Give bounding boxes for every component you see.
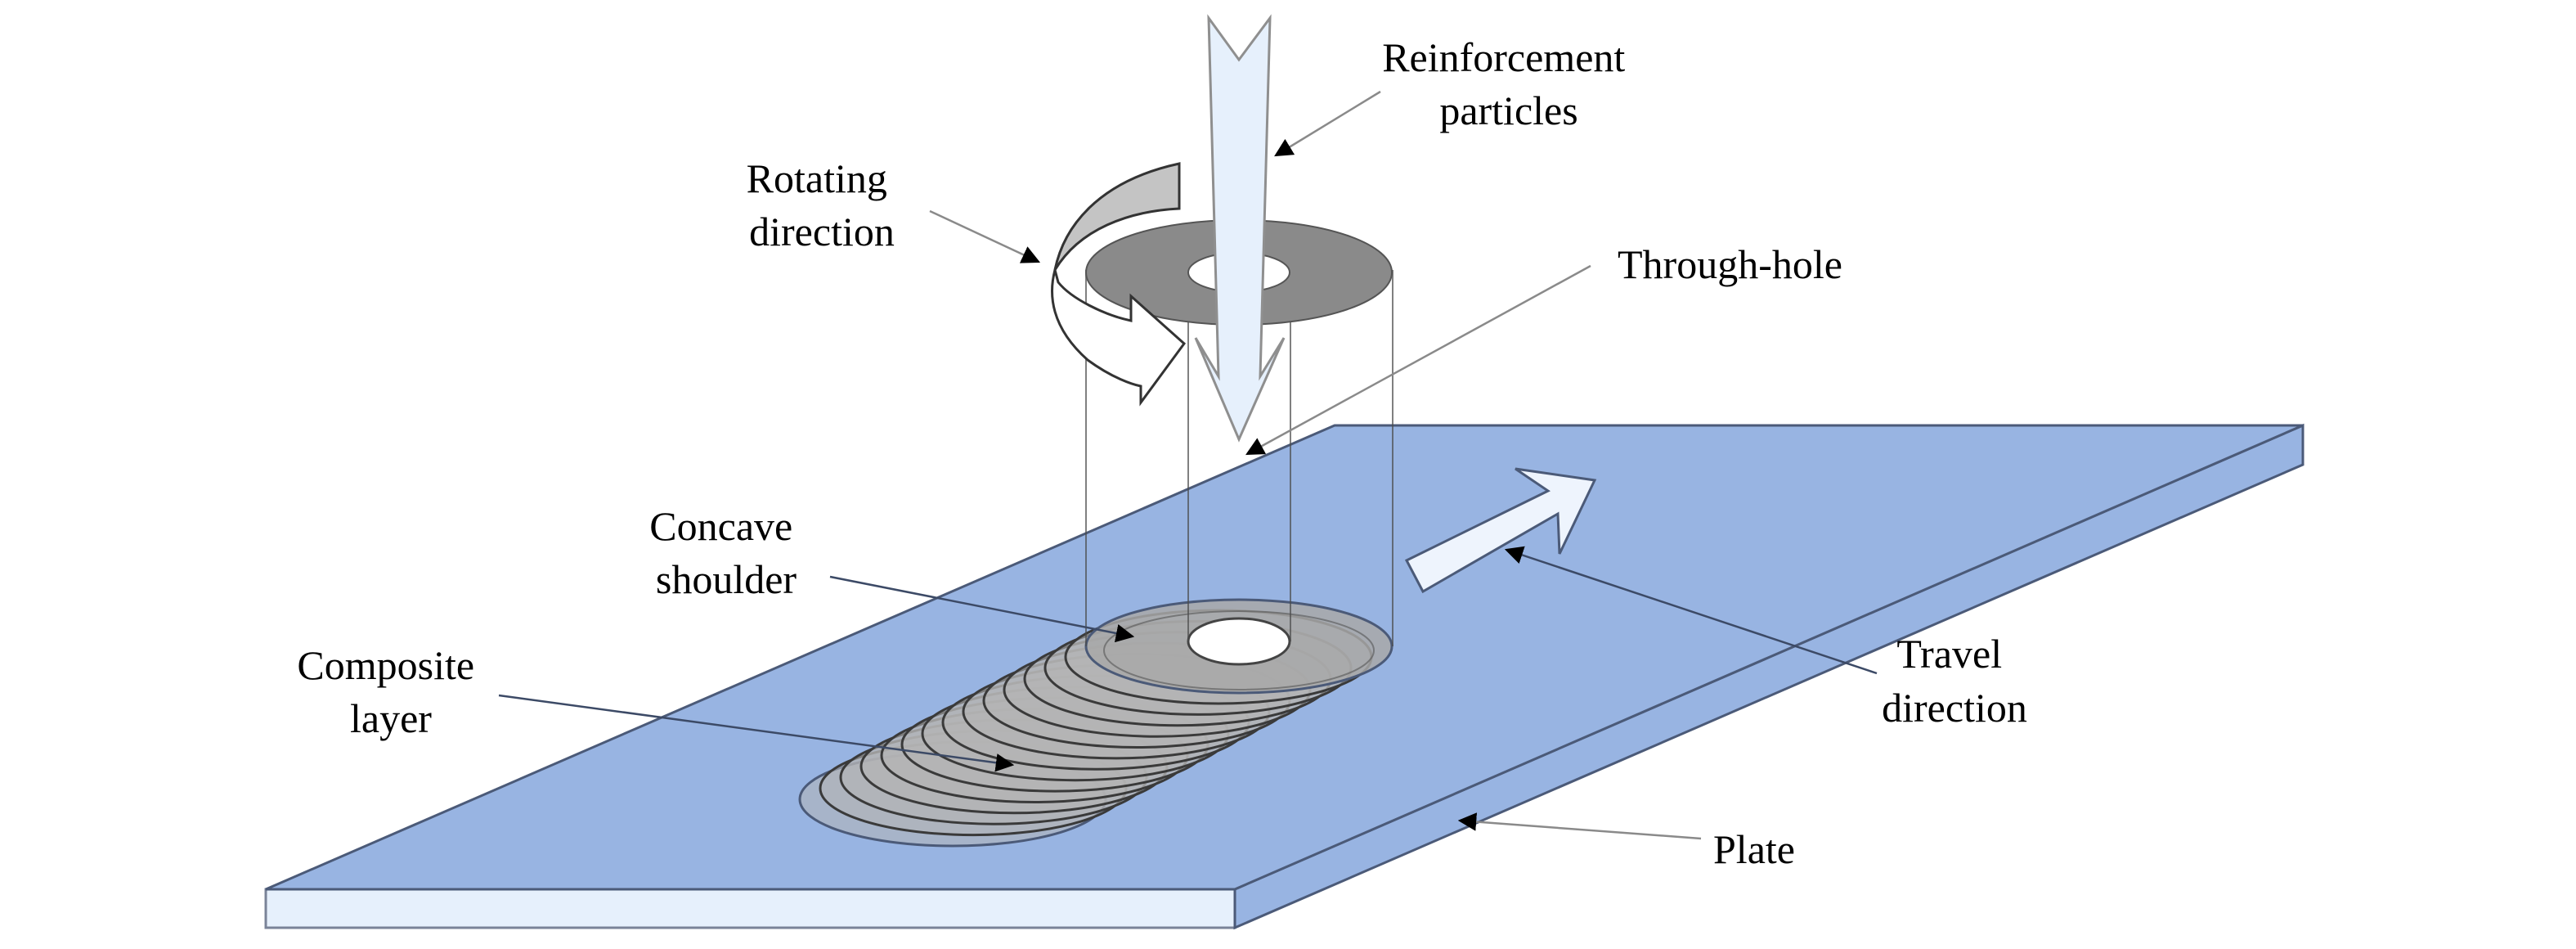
leader-concave-shoulder: [829, 575, 1135, 643]
leader-composite-layer: [498, 694, 1015, 772]
shoulder-inner-ring: [1103, 610, 1375, 690]
label-plate: Plate: [1713, 826, 1795, 872]
leader-lines: [498, 90, 1878, 840]
label-reinforcement-particles: Reinforcement particles: [1382, 34, 1636, 133]
label-composite-layer: Composite layer: [297, 642, 484, 741]
rotation-arrow-front-band: [1051, 265, 1187, 407]
tool-cylinder-guides: [1085, 270, 1393, 646]
label-through-hole: Through-hole: [1618, 241, 1842, 287]
leader-through-hole: [1245, 264, 1591, 456]
particle-feed-arrow: [1194, 14, 1286, 443]
shoulder-through-hole-opening: [1187, 617, 1291, 666]
travel-direction-arrow: [1404, 467, 1597, 594]
leader-travel-direction: [1504, 546, 1878, 675]
leader-reinforcement-particles: [1274, 90, 1381, 157]
labels: Reinforcement particles Rotating directi…: [297, 34, 2026, 872]
leader-plate: [1457, 812, 1702, 840]
leader-rotating-direction: [929, 209, 1041, 263]
concave-shoulder: [1084, 598, 1393, 695]
label-concave-shoulder: Concave shoulder: [649, 503, 802, 602]
plate-front-face: [264, 888, 1236, 929]
label-travel-direction: Travel direction: [1882, 631, 2027, 731]
label-rotating-direction: Rotating direction: [747, 155, 898, 254]
